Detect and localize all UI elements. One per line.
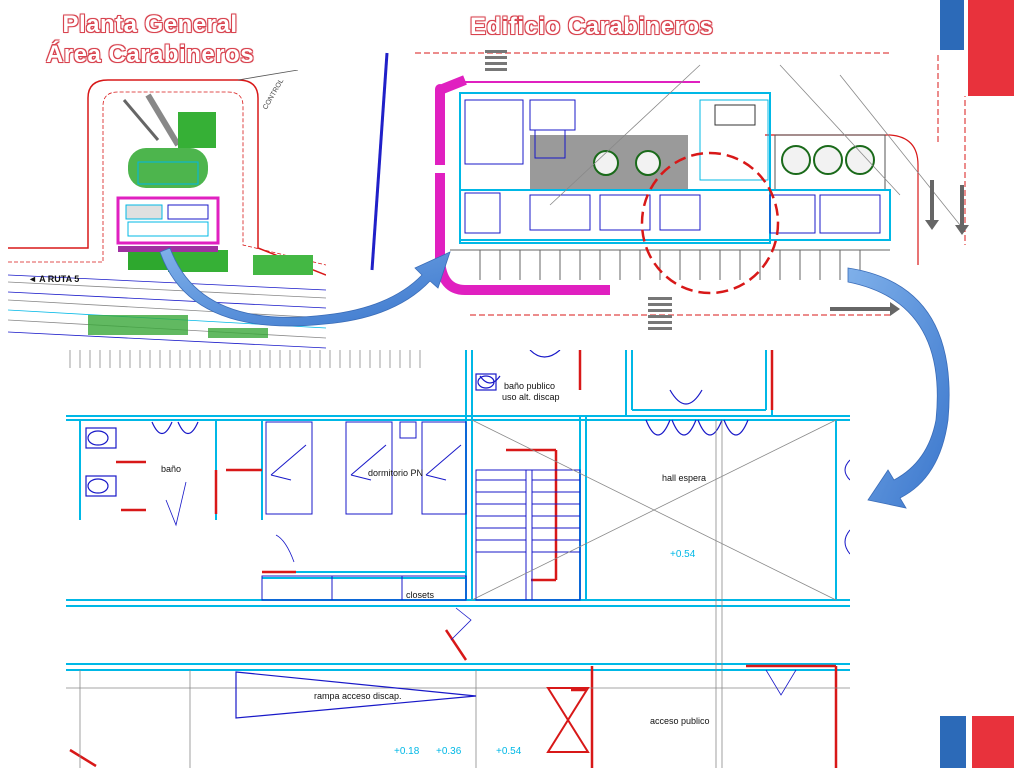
- building-title: Edificio Carabineros: [470, 13, 714, 40]
- room-label-uso-discap: uso alt. discap: [502, 392, 560, 402]
- flag-decoration-bottom: [940, 716, 1014, 768]
- room-label-dormitorio: dormitorio PN: [368, 468, 423, 478]
- level-hall: +0.54: [670, 549, 696, 560]
- level-rampa-1: +0.18: [394, 746, 420, 757]
- flag-decoration-top: [940, 0, 1014, 96]
- road-label: ◄ A RUTA 5: [28, 274, 79, 284]
- highlight-circle: [640, 151, 780, 295]
- level-rampa-3: +0.54: [496, 746, 522, 757]
- building-plan: [370, 50, 969, 330]
- room-label-acceso-publico: acceso publico: [650, 716, 710, 726]
- room-label-hall-espera: hall espera: [662, 473, 706, 483]
- site-plan-title-line1: Planta General: [62, 11, 238, 38]
- room-label-bano: baño: [161, 464, 181, 474]
- site-boundary: [8, 79, 326, 276]
- arrow-building-to-detail: [847, 267, 950, 509]
- level-rampa-2: +0.36: [436, 746, 462, 757]
- room-label-closets: closets: [406, 590, 435, 600]
- detail-floor-plan: baño dormitorio PN closets baño publico …: [66, 350, 850, 768]
- room-label-bano-publico: baño publico: [504, 381, 555, 391]
- site-plan-title: Planta General Área Carabineros: [30, 10, 270, 70]
- site-plan-title-line2: Área Carabineros: [45, 41, 255, 68]
- room-label-rampa: rampa acceso discap.: [314, 691, 402, 701]
- arrow-site-to-building: [159, 247, 451, 327]
